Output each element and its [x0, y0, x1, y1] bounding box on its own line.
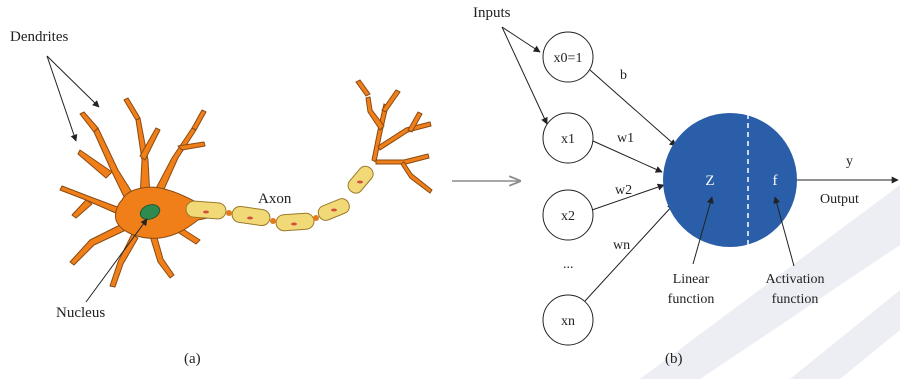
neuron-f-label: f: [773, 173, 778, 189]
linear-function-label-2: function: [668, 292, 715, 307]
neuron-z-label: Z: [705, 173, 714, 189]
inputs-arrow-x1: [501, 26, 548, 125]
weight-arrow-w2: [591, 183, 665, 211]
nucleus-arrow: [85, 218, 148, 303]
biological-neuron: [59, 79, 433, 288]
dendrites-label: Dendrites: [10, 29, 68, 45]
activation-function-label-2: function: [772, 292, 819, 307]
output-label: Output: [820, 192, 859, 207]
weight-label-w2: w2: [615, 183, 632, 198]
dendrites-arrow-1: [46, 55, 100, 108]
dendrites-arrow-2: [46, 55, 78, 142]
weight-arrow-w1: [592, 140, 663, 173]
input-node-x1: x1: [542, 112, 594, 164]
axon-label: Axon: [258, 191, 292, 207]
axon-terminals: [355, 79, 433, 194]
linear-function-label-1: Linear: [673, 272, 710, 287]
perceptron-neuron: Z f: [663, 113, 797, 247]
axon-nodes: [226, 210, 319, 224]
caption-b: (b): [665, 351, 683, 367]
linear-function-arrow: [692, 196, 714, 265]
activation-function-label-1: Activation: [765, 272, 824, 287]
axon-speckles: [203, 180, 363, 226]
caption-a: (a): [184, 351, 201, 367]
neuron-nucleus: [139, 204, 161, 220]
nucleus-label: Nucleus: [56, 305, 105, 321]
input-node-x2-text: x2: [561, 209, 575, 224]
input-node-x1-text: x1: [561, 132, 575, 147]
weight-label-wn: wn: [613, 238, 630, 253]
input-node-xn-text: xn: [561, 314, 575, 329]
watermark-stripes: [640, 185, 900, 379]
input-node-x0-text: x0=1: [554, 51, 583, 66]
weight-label-b: b: [620, 68, 627, 83]
weight-arrow-wn: [584, 203, 675, 302]
output-y-label: y: [846, 154, 853, 169]
inputs-label: Inputs: [473, 5, 511, 21]
weight-label-w1: w1: [617, 131, 634, 146]
weight-arrow-b: [589, 69, 677, 147]
input-node-x0: x0=1: [542, 31, 594, 83]
activation-function-arrow: [773, 196, 795, 267]
inputs-arrow-x0: [501, 26, 541, 53]
ellipsis: ...: [563, 257, 574, 272]
input-node-xn: xn: [542, 294, 594, 346]
input-node-x2: x2: [542, 189, 594, 241]
neuron-cell-body: [115, 186, 209, 239]
